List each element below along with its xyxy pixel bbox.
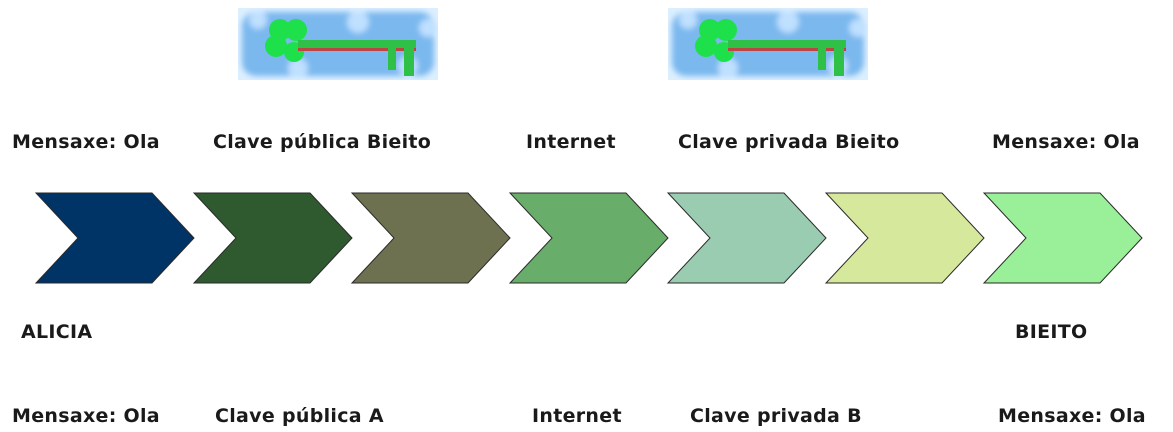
private-key-icon [668, 8, 868, 80]
chevron-3 [350, 192, 511, 284]
bottom-label-message-start: Mensaxe: Ola [12, 405, 160, 427]
chevron-5 [666, 192, 827, 284]
top-label-internet: Internet [526, 131, 616, 153]
chevron-6 [824, 192, 985, 284]
top-label-message-start: Mensaxe: Ola [12, 131, 160, 153]
sender-name: ALICIA [21, 321, 93, 343]
receiver-name: BIEITO [1015, 321, 1088, 343]
top-label-message-end: Mensaxe: Ola [992, 131, 1140, 153]
top-label-private-key: Clave privada Bieito [678, 131, 900, 153]
public-key-icon [238, 8, 438, 80]
bottom-label-message-end: Mensaxe: Ola [998, 405, 1146, 427]
bottom-label-internet: Internet [532, 405, 622, 427]
top-label-public-key: Clave pública Bieito [213, 131, 432, 153]
chevron-4 [508, 192, 669, 284]
chevron-7 [982, 192, 1143, 284]
chevron-2 [192, 192, 353, 284]
bottom-label-public-key: Clave pública A [215, 405, 384, 427]
bottom-label-private-key: Clave privada B [690, 405, 862, 427]
chevron-1 [34, 192, 195, 284]
